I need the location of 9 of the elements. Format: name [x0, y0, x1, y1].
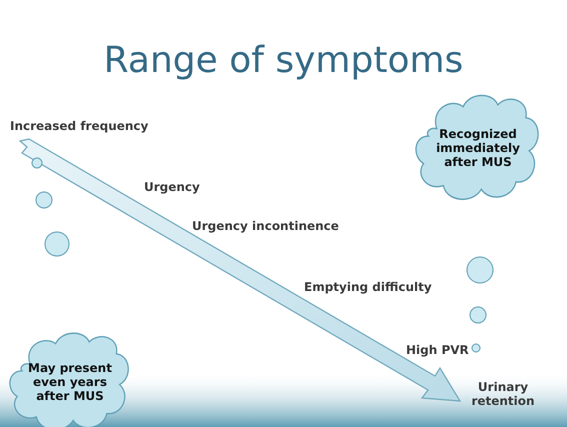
cloud-text: Recognized immediately after MUS [435, 126, 521, 171]
symptom-label: High PVR [406, 343, 469, 357]
symptom-label: Increased frequency [10, 119, 148, 133]
symptom-label: Urinary retention [470, 380, 536, 408]
symptom-label: Urgency [144, 180, 200, 194]
cloud-text: May present even years after MUS [27, 360, 113, 405]
symptom-label: Urgency incontinence [192, 219, 339, 233]
slide-title: Range of symptoms [102, 40, 464, 81]
symptom-label: Emptying difficulty [304, 280, 432, 294]
